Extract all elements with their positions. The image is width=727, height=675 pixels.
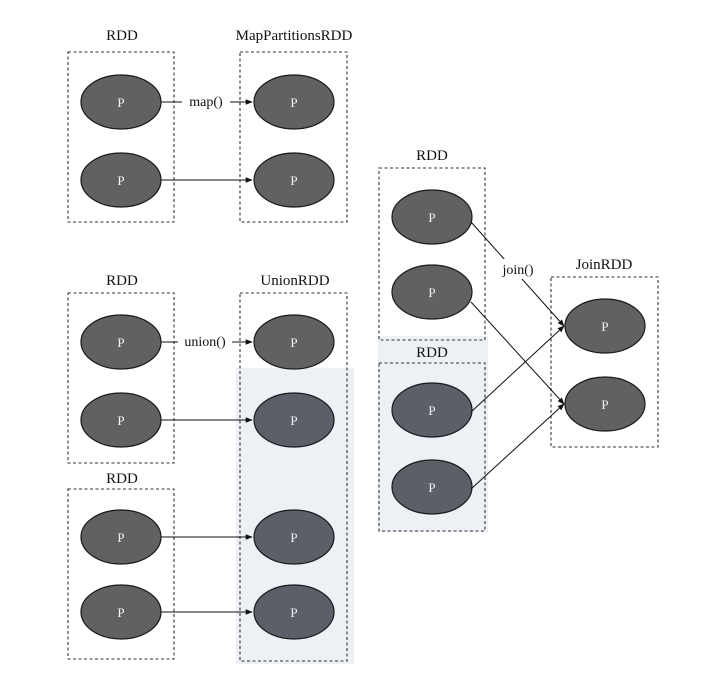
- partition-label: P: [290, 605, 297, 620]
- join-source2-rdd-label: RDD: [416, 345, 448, 361]
- partition: P: [253, 392, 335, 448]
- partition-label: P: [290, 335, 297, 350]
- partition-label: P: [428, 210, 435, 225]
- union-target-rdd-box: [239, 292, 348, 662]
- union-operation-label: union(): [184, 335, 226, 350]
- join-target-rdd-box: [550, 276, 659, 448]
- union-source2-rdd-label: RDD: [106, 471, 138, 487]
- join-example: RDD RDD JoinRDD P P P P P P: [378, 148, 659, 532]
- partition: P: [391, 459, 473, 515]
- partition-label: P: [428, 480, 435, 495]
- partition: P: [391, 189, 473, 245]
- partition: P: [80, 314, 162, 370]
- partition: P: [80, 74, 162, 130]
- partition-shape: [391, 382, 473, 438]
- union-source1-rdd-label: RDD: [106, 273, 138, 289]
- partition-shape: [253, 392, 335, 448]
- partition-label: P: [428, 285, 435, 300]
- partition: P: [564, 376, 646, 432]
- map-operation-label: map(): [189, 95, 223, 110]
- partition: P: [253, 74, 335, 130]
- partition: P: [80, 392, 162, 448]
- partition: P: [564, 298, 646, 354]
- partition-label: P: [290, 530, 297, 545]
- partition: P: [253, 314, 335, 370]
- join-operation-label: join(): [501, 263, 533, 278]
- partition-label: P: [117, 95, 124, 110]
- join-source1-rdd-label: RDD: [416, 148, 448, 164]
- partition: P: [253, 509, 335, 565]
- join-target-rdd-label: JoinRDD: [576, 257, 633, 273]
- partition-shape: [253, 74, 335, 130]
- join-source1-rdd-box: [378, 167, 486, 341]
- partition-shape: [253, 584, 335, 640]
- partition-label: P: [290, 413, 297, 428]
- partition-shape: [391, 189, 473, 245]
- union-target-rdd-label: UnionRDD: [260, 273, 329, 289]
- partition-label: P: [601, 319, 608, 334]
- partition-label: P: [601, 397, 608, 412]
- partition-shape: [253, 509, 335, 565]
- partition: P: [391, 382, 473, 438]
- partition: P: [253, 584, 335, 640]
- partition-label: P: [290, 95, 297, 110]
- partition-label: P: [117, 335, 124, 350]
- join-label-backing: [497, 259, 537, 279]
- partition: P: [391, 264, 473, 320]
- partition-label: P: [117, 413, 124, 428]
- partition: P: [80, 509, 162, 565]
- partition-shape: [253, 152, 335, 208]
- partition-label: P: [290, 173, 297, 188]
- partition-shape: [564, 298, 646, 354]
- partition-label: P: [117, 530, 124, 545]
- map-target-rdd-label: MapPartitionsRDD: [236, 28, 353, 44]
- partition: P: [80, 152, 162, 208]
- partition: P: [80, 584, 162, 640]
- map-target-rdd-box: [239, 51, 348, 223]
- join-arrow: [470, 301, 565, 405]
- join-source2-rdd-box: [378, 362, 486, 532]
- partition-shape: [253, 314, 335, 370]
- partition-label: P: [428, 403, 435, 418]
- map-example: RDD MapPartitionsRDD P P P P map(): [67, 28, 353, 223]
- partition-shape: [391, 264, 473, 320]
- partition-label: P: [117, 173, 124, 188]
- partition-label: P: [117, 605, 124, 620]
- union-example: RDD UnionRDD RDD P P P P P P: [67, 273, 354, 664]
- partition-shape: [391, 459, 473, 515]
- partition-shape: [564, 376, 646, 432]
- partition: P: [253, 152, 335, 208]
- join-arrow: [470, 325, 565, 413]
- join-arrow: [470, 403, 565, 490]
- map-source-rdd-label: RDD: [106, 28, 138, 44]
